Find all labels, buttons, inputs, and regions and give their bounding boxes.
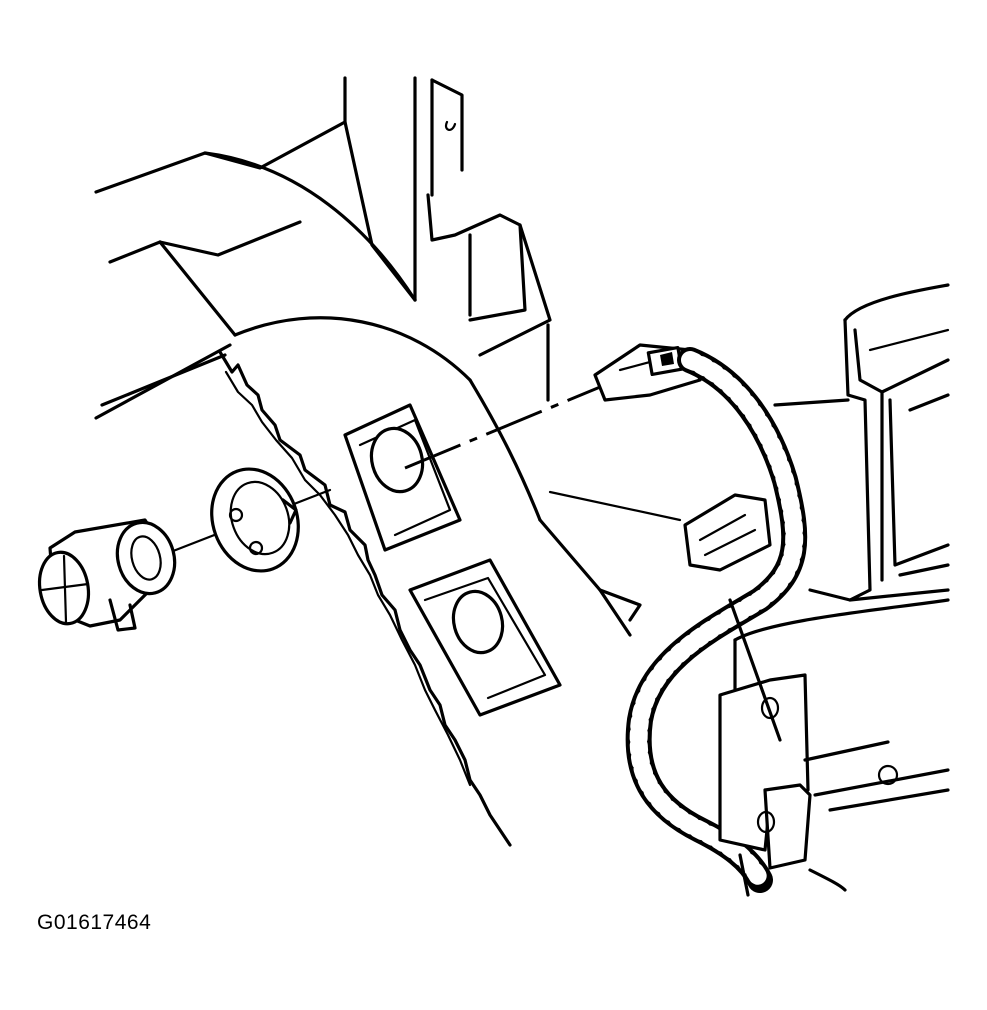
main-panel: [218, 350, 642, 847]
retaining-ring: [210, 467, 300, 573]
lower-connector: [548, 490, 772, 572]
lower-bracket: [718, 598, 950, 897]
upper-mounting-pad: [343, 403, 462, 552]
bulb-socket: [37, 518, 177, 632]
right-module: [773, 283, 950, 602]
upper-housing: [94, 76, 472, 420]
lower-mounting-pad: [408, 558, 562, 717]
wiring-harness: [625, 347, 808, 893]
upper-connector: [593, 343, 702, 402]
upper-bracket: [413, 76, 552, 402]
figure-id-label: G01617464: [37, 911, 152, 934]
